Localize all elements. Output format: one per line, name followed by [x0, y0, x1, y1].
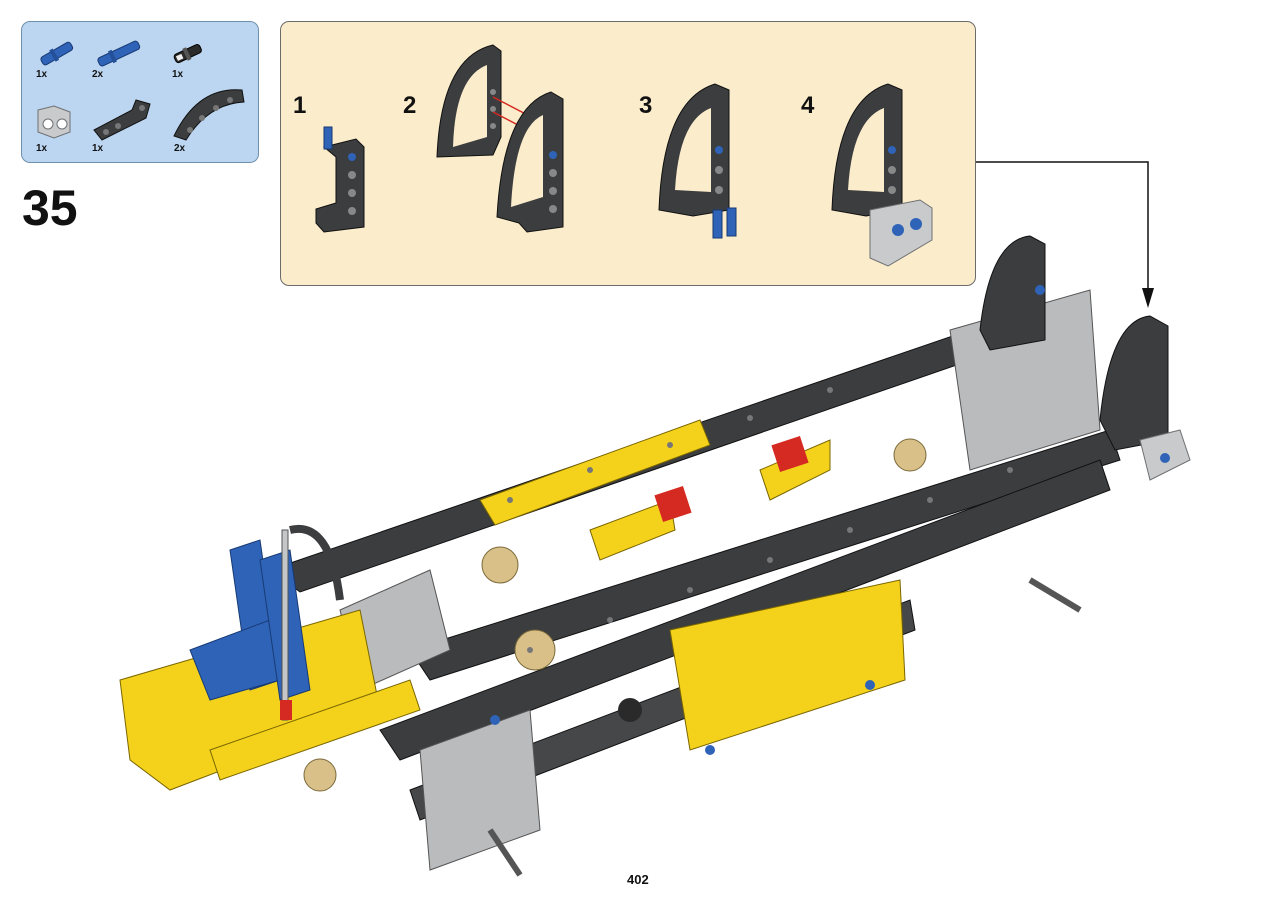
- substep-1-figure: [315, 126, 365, 233]
- dark-gray-bent-beam-icon: [93, 99, 151, 141]
- black-friction-pin-icon: [173, 44, 202, 64]
- substep-4-figure: [831, 83, 933, 267]
- substep-2-figure: [436, 44, 564, 233]
- substep-callout: 1 2 3 4: [280, 21, 976, 286]
- step-number: 35: [22, 180, 78, 236]
- part-item: 2x: [168, 86, 245, 154]
- part-item: 1x: [168, 36, 238, 96]
- part-item: 2x: [92, 36, 162, 96]
- blue-axle-pin-icon: [40, 41, 74, 66]
- substep-number: 4: [801, 92, 815, 119]
- part-item: 1x: [32, 102, 102, 162]
- parts-list: 1x 2x 1x 1x: [21, 21, 259, 163]
- part-item: 1x: [88, 96, 158, 156]
- blue-long-axle-pin-icon: [97, 40, 141, 67]
- substep-number: 1: [293, 92, 307, 119]
- substep-3-figure: [658, 83, 737, 239]
- light-gray-pin-connector-icon: [37, 105, 71, 139]
- page-number: 402: [627, 872, 649, 887]
- main-model-illustration: [119, 235, 1191, 877]
- dark-gray-curved-panel-icon: [173, 89, 245, 141]
- part-item: 1x: [32, 36, 102, 96]
- substep-number: 3: [639, 92, 653, 119]
- callout-arrow: [976, 161, 1154, 308]
- substep-number: 2: [403, 92, 417, 119]
